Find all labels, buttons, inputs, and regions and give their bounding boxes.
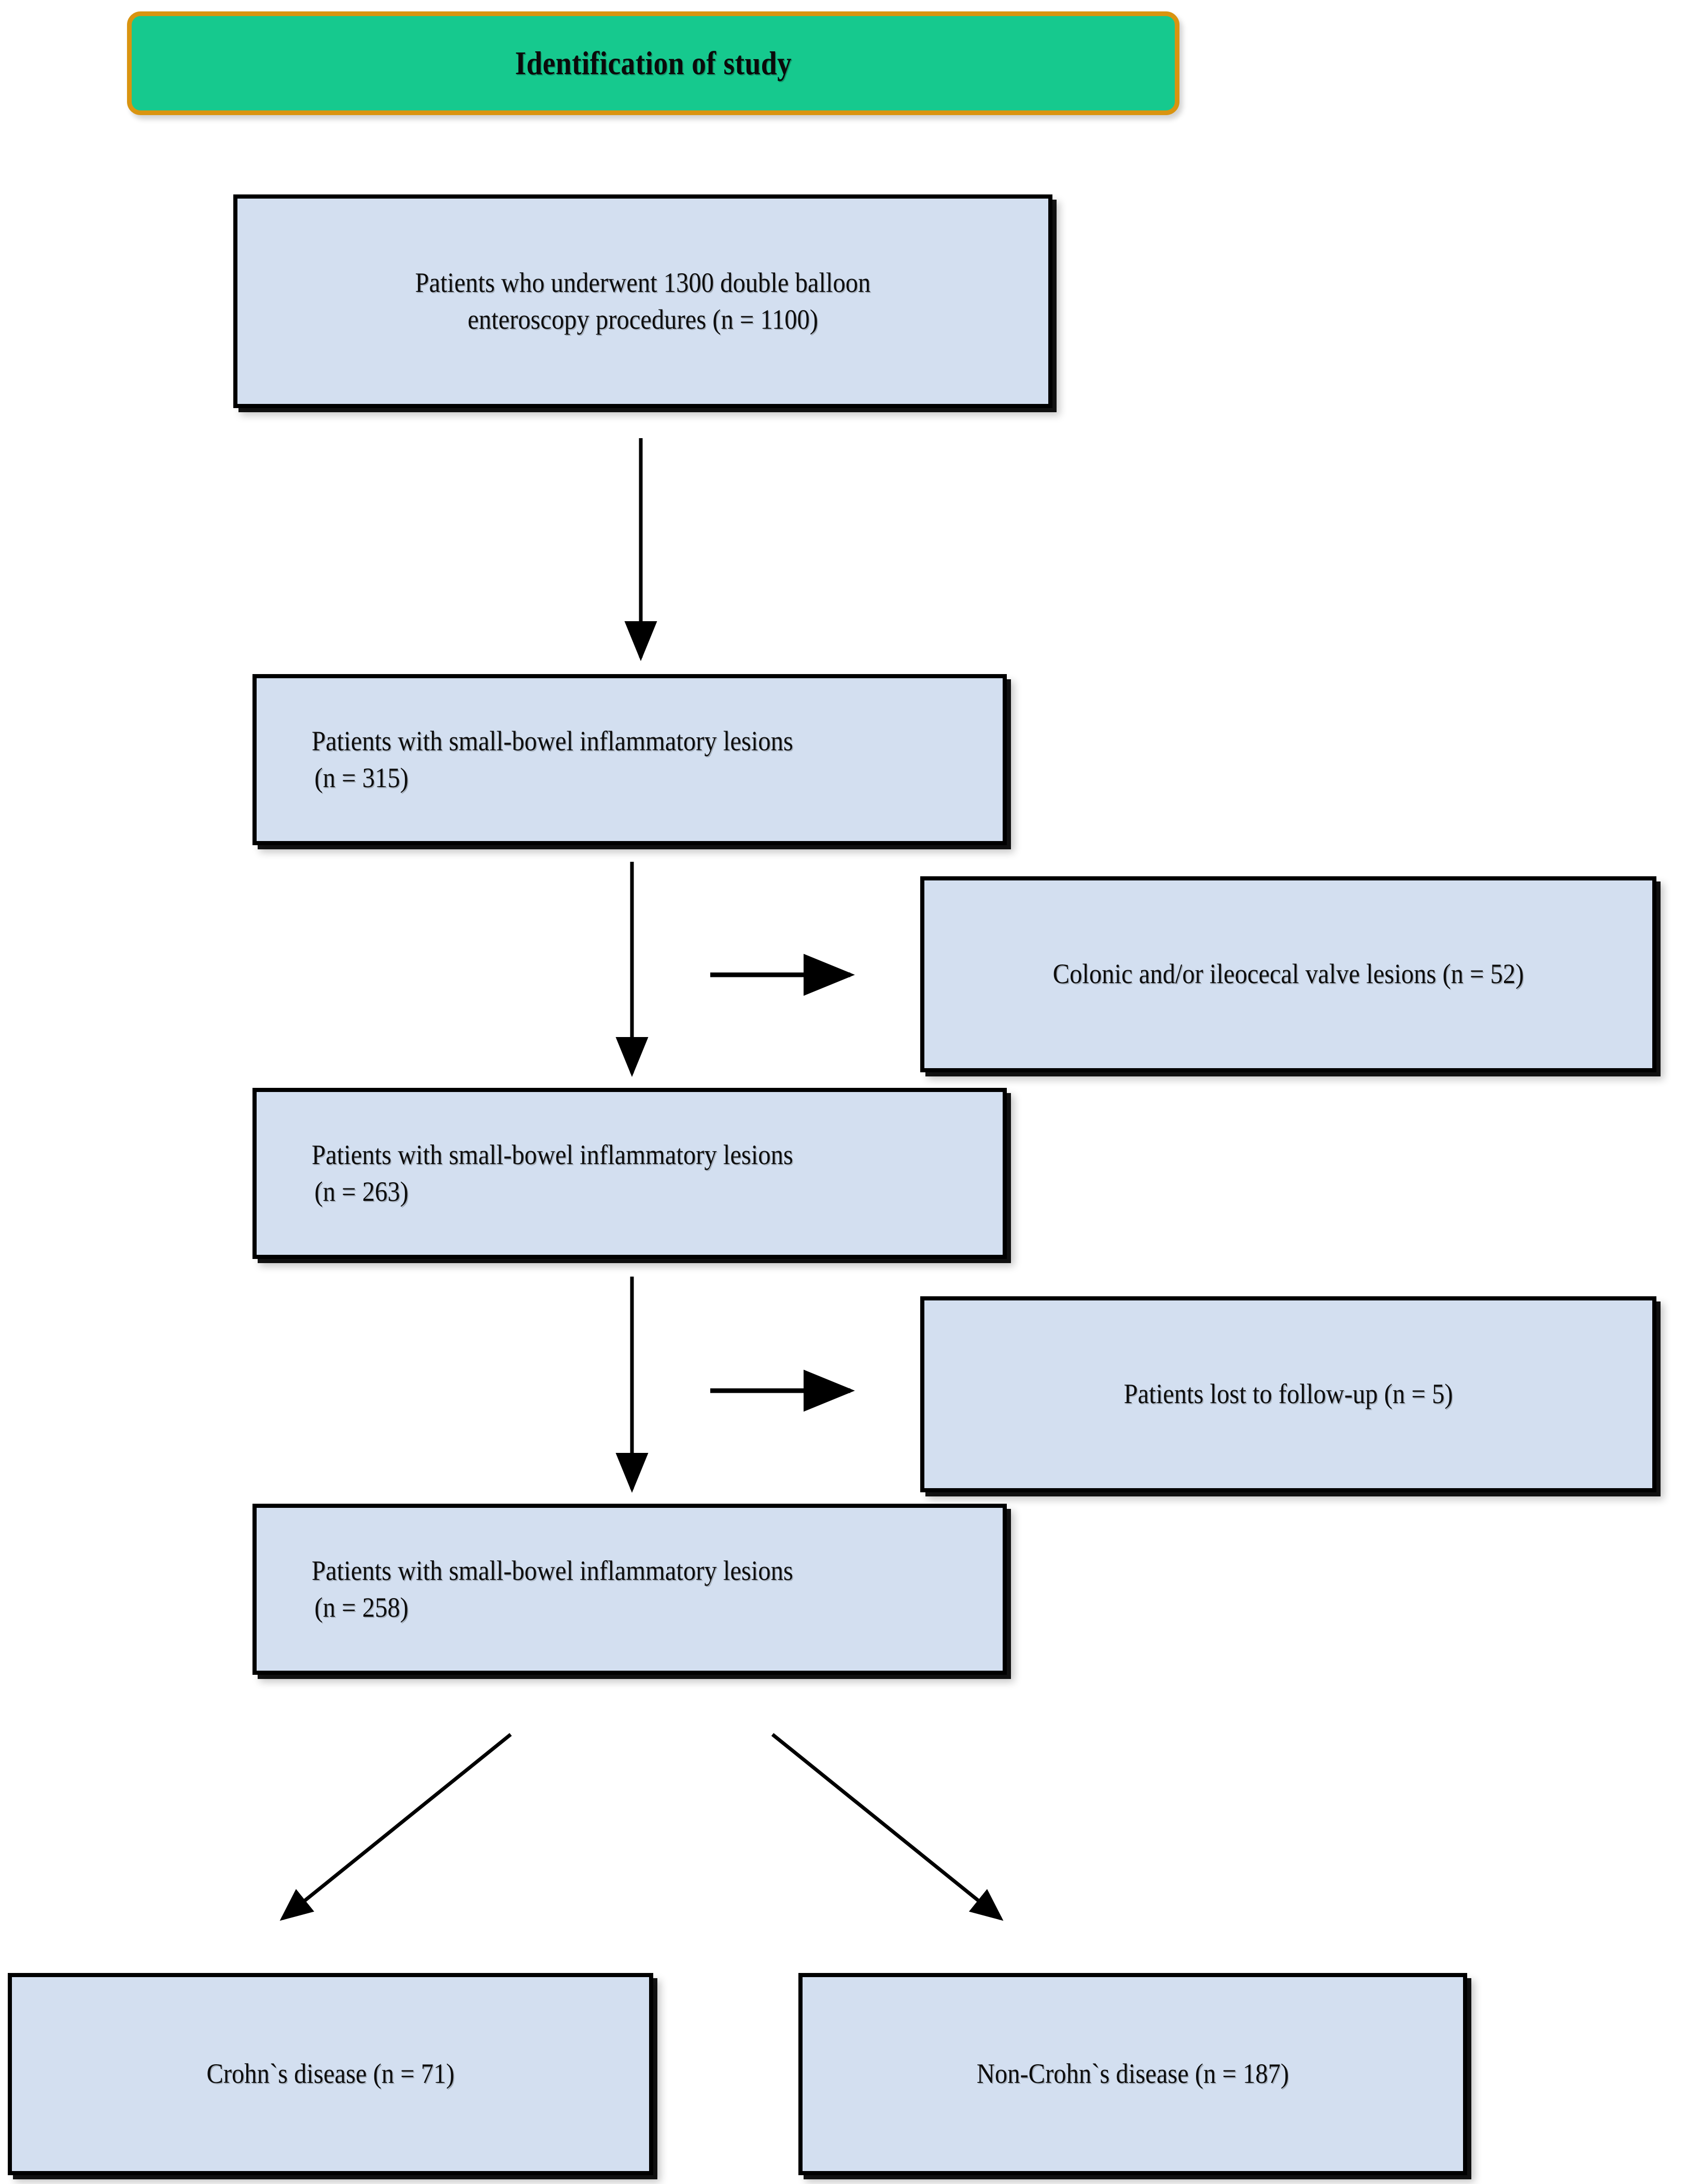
node-lesions-263-line1: Patients with small-bowel inflammatory l… xyxy=(312,1139,793,1170)
node-lesions-258: Patients with small-bowel inflammatory l… xyxy=(252,1504,1007,1675)
node-enrolled: Patients who underwent 1300 double ballo… xyxy=(233,194,1052,408)
arrow-258-to-non-crohns xyxy=(771,1733,1004,1921)
node-exclusion-lost-followup-text: Patients lost to follow-up (n = 5) xyxy=(1123,1378,1453,1410)
node-outcome-non-crohns: Non-Crohn`s disease (n = 187) xyxy=(798,1973,1467,2175)
node-enrolled-line2: enteroscopy procedures (n = 1100) xyxy=(467,304,819,335)
node-exclusion-lost-followup: Patients lost to follow-up (n = 5) xyxy=(920,1296,1656,1492)
node-lesions-263-text: Patients with small-bowel inflammatory l… xyxy=(294,1137,965,1211)
node-lesions-315: Patients with small-bowel inflammatory l… xyxy=(252,674,1007,845)
arrow-258-to-crohns xyxy=(279,1733,512,1921)
node-outcome-crohns-text: Crohn`s disease (n = 71) xyxy=(206,2058,455,2090)
node-lesions-315-line2: (n = 315) xyxy=(314,762,409,793)
node-enrolled-line1: Patients who underwent 1300 double ballo… xyxy=(415,267,871,298)
node-lesions-315-text: Patients with small-bowel inflammatory l… xyxy=(294,723,965,797)
node-lesions-258-line2: (n = 258) xyxy=(314,1592,409,1623)
node-lesions-315-line1: Patients with small-bowel inflammatory l… xyxy=(312,725,793,757)
node-lesions-263: Patients with small-bowel inflammatory l… xyxy=(252,1088,1007,1259)
node-exclusion-colonic: Colonic and/or ileocecal valve lesions (… xyxy=(920,876,1656,1072)
banner-title: Identification of study xyxy=(515,45,792,81)
node-lesions-258-text: Patients with small-bowel inflammatory l… xyxy=(294,1552,965,1627)
node-lesions-258-line1: Patients with small-bowel inflammatory l… xyxy=(312,1555,793,1586)
node-outcome-crohns: Crohn`s disease (n = 71) xyxy=(8,1973,653,2175)
node-enrolled-text: Patients who underwent 1300 double ballo… xyxy=(278,264,1008,339)
node-exclusion-colonic-text: Colonic and/or ileocecal valve lesions (… xyxy=(1052,958,1524,990)
node-lesions-263-line2: (n = 263) xyxy=(314,1176,409,1207)
node-outcome-non-crohns-text: Non-Crohn`s disease (n = 187) xyxy=(976,2058,1289,2090)
identification-banner: Identification of study xyxy=(127,11,1179,115)
